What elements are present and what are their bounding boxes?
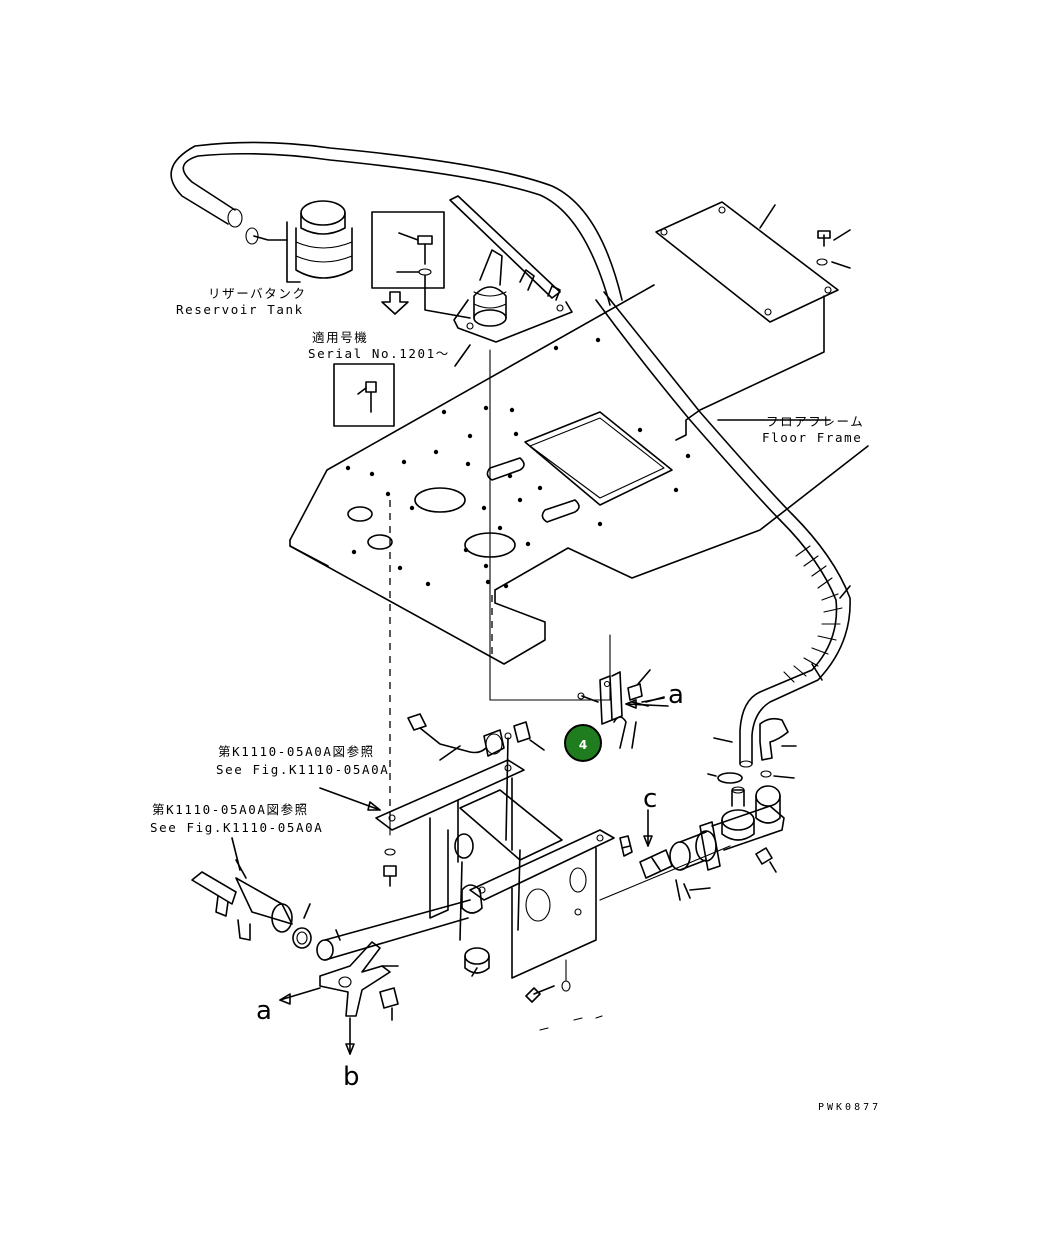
master-cylinder — [599, 717, 797, 901]
brake-switch — [407, 713, 545, 841]
reference-label-2-en: See Fig.K1110-05A0A — [150, 820, 324, 835]
pedal-arm — [316, 899, 471, 1021]
pedal-shaft — [191, 837, 312, 949]
top-hose — [170, 141, 623, 306]
serial-label-en: Serial No.1201～ — [308, 346, 450, 361]
floor-frame-label-en: Floor Frame — [762, 430, 863, 445]
bolts-washers — [383, 848, 603, 1031]
pedal-bracket — [375, 759, 615, 979]
reservoir-tank — [245, 200, 353, 283]
arrow-letter-c: c — [643, 784, 658, 814]
serial-label-jp: 適用号機 — [312, 330, 369, 345]
floor-frame — [289, 284, 869, 665]
inset-box-lower — [333, 363, 395, 427]
coiled-hose — [713, 513, 851, 768]
arrow-letter-a-bottom: a — [256, 996, 272, 1026]
floor-frame-label-jp: フロアフレーム — [766, 414, 865, 429]
reference-label-1-en: See Fig.K1110-05A0A — [216, 762, 390, 777]
part-callout-4[interactable]: 4 — [564, 724, 602, 762]
reservoir-tank-label-en: Reservoir Tank — [176, 302, 304, 317]
reference-label-2-jp: 第K1110-05A0A図参照 — [152, 802, 309, 817]
inset-box-upper — [371, 211, 471, 319]
reservoir-tank-label-jp: リザーバタンク — [208, 286, 307, 301]
reference-label-1-jp: 第K1110-05A0A図参照 — [218, 744, 375, 759]
clevis-bracket — [577, 669, 665, 749]
leader-lines — [389, 349, 831, 836]
down-arrow-icon — [381, 291, 409, 315]
reference-arrows — [279, 699, 669, 1055]
drawing-code: PWK0877 — [818, 1102, 882, 1113]
brake-pedal-boot — [449, 195, 573, 367]
arrow-letter-a-top: a — [668, 680, 684, 710]
floor-cover-plate — [655, 201, 851, 441]
arrow-letter-b: b — [343, 1062, 360, 1092]
